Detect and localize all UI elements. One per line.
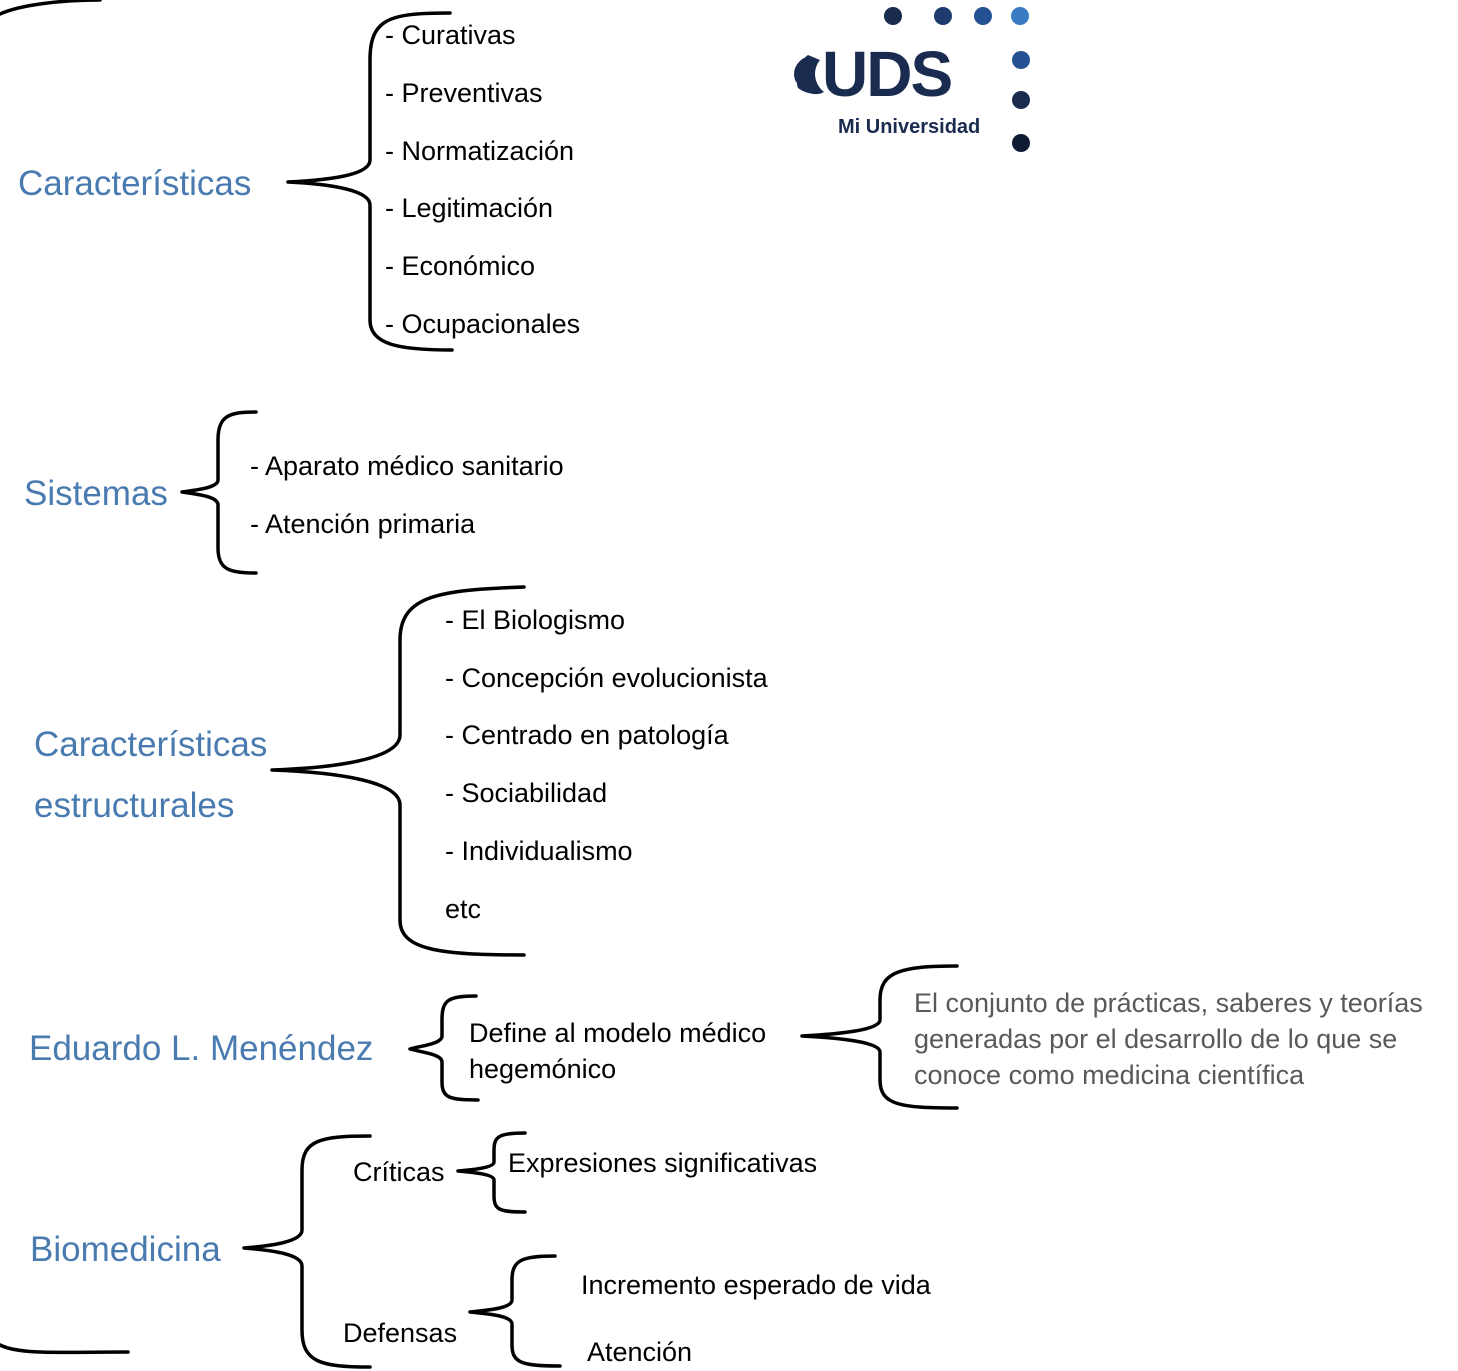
node-estructurales: Características estructurales [34, 714, 267, 836]
list-item: Incremento esperado de vida [581, 1270, 931, 1300]
list-item: - Ocupacionales [385, 309, 581, 339]
list-item: - Económico [385, 251, 536, 281]
node-menendez: Eduardo L. Menéndez [29, 1029, 374, 1068]
list-item: - Curativas [385, 20, 516, 50]
node-sistemas: Sistemas [24, 474, 168, 513]
uds-logo-mark: UDS Mi Universidad [794, 7, 1030, 152]
uds-logo: UDS Mi Universidad [780, 0, 1040, 160]
list-item: Atención [587, 1337, 693, 1367]
node-biomedicina: Biomedicina [30, 1230, 221, 1269]
outer-arc-top [0, 0, 102, 16]
list-item: - Atención primaria [250, 509, 476, 539]
svg-text:UDS: UDS [822, 38, 951, 110]
brace-definicion [800, 964, 959, 1110]
brace-biomedicina [242, 1134, 372, 1369]
list-item: - Aparato médico sanitario [250, 451, 564, 481]
list-item: - Preventivas [385, 78, 543, 108]
outer-arc-bottom [0, 1343, 130, 1355]
node-defensas: Defensas [343, 1318, 458, 1348]
node-criticas: Críticas [353, 1157, 445, 1187]
brace-sistemas [180, 410, 258, 575]
menendez-subnode: Define al modelo médico hegemónico [469, 1015, 766, 1087]
list-item: Expresiones significativas [508, 1148, 818, 1178]
svg-text:Mi Universidad: Mi Universidad [838, 116, 980, 138]
list-item: - Concepción evolucionista [445, 663, 768, 693]
list-item: - Normatización [385, 136, 575, 166]
node-estructurales-line1: Características [34, 725, 268, 764]
list-item: etc [445, 894, 482, 924]
list-item: - Legitimación [385, 193, 554, 223]
menendez-subnode-line1: Define al modelo médico [469, 1018, 767, 1048]
list-item: - Sociabilidad [445, 778, 608, 808]
menendez-subnode-line2: hegemónico [469, 1054, 617, 1084]
brace-estructurales [270, 585, 526, 957]
menendez-definition: El conjunto de prácticas, saberes y teor… [914, 988, 1423, 1090]
list-item: - Individualismo [445, 836, 633, 866]
brace-caracteristicas [286, 11, 454, 352]
node-estructurales-line2: estructurales [34, 786, 235, 825]
brace-criticas [456, 1131, 527, 1214]
list-item: - El Biologismo [445, 605, 626, 635]
node-caracteristicas: Características [18, 164, 252, 203]
list-item: - Centrado en patología [445, 720, 729, 750]
brace-defensas [468, 1254, 562, 1368]
brace-menendez [408, 994, 480, 1102]
